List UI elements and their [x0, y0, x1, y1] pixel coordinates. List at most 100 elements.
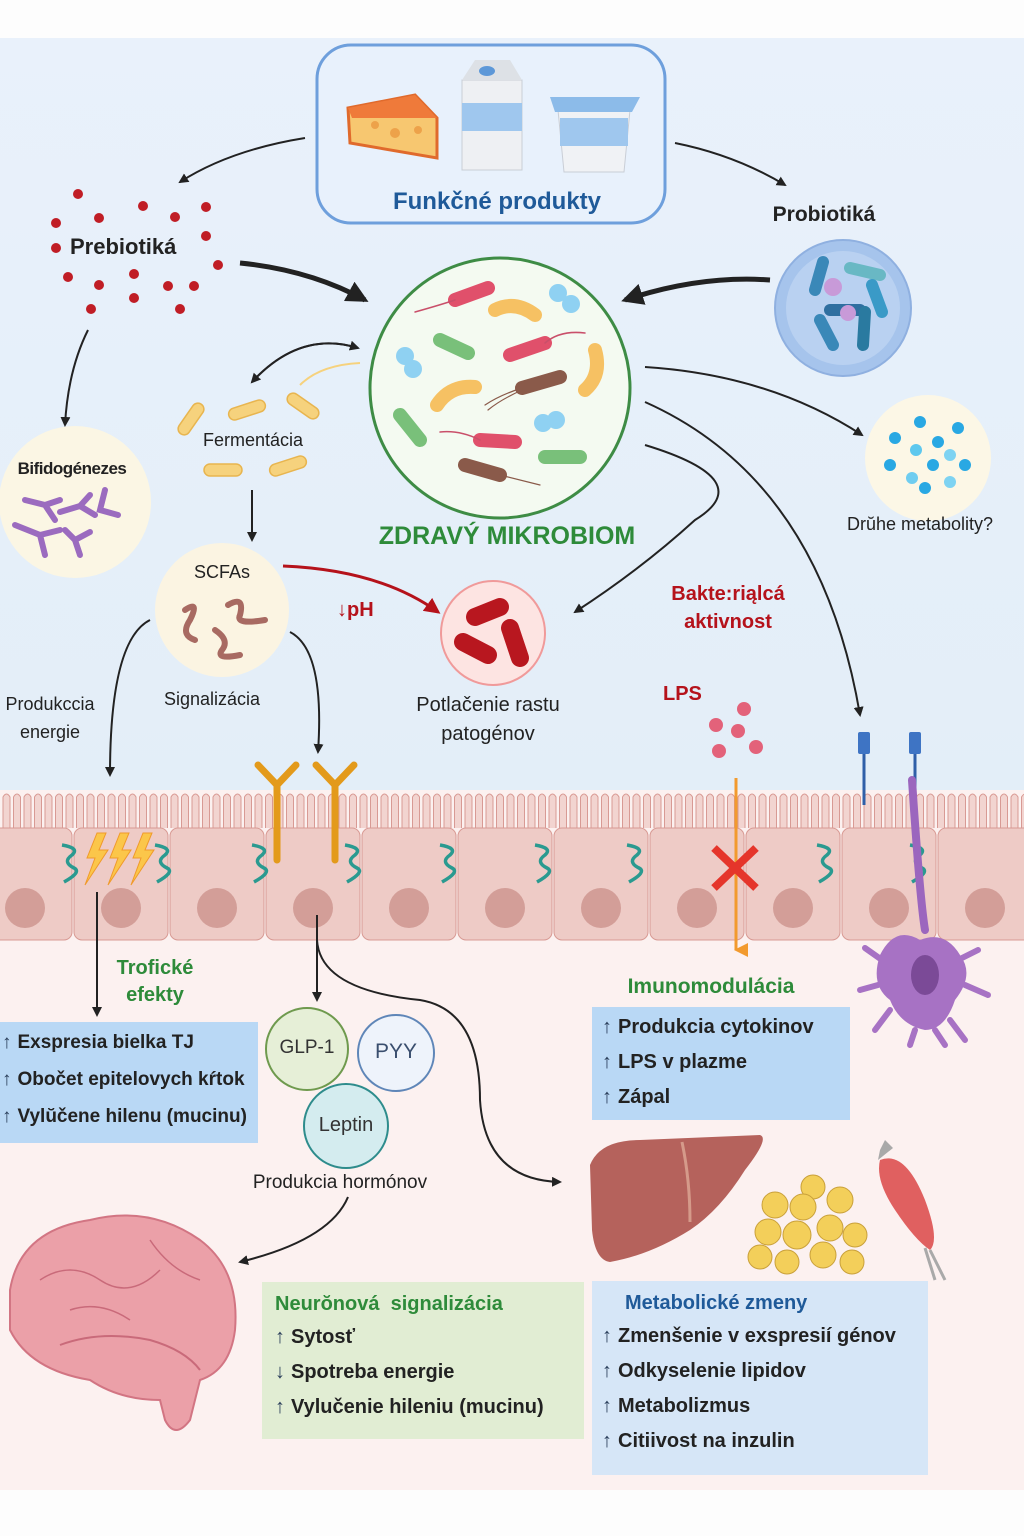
neuronal-item: ↑Vylučenie hileniu (mucinu): [275, 1390, 571, 1425]
microvillus: [23, 793, 32, 828]
bifidogenesis-label: Bifidogénezes: [17, 459, 127, 478]
trophic-item: ↑Obočet epitelovych kŕtok: [2, 1061, 256, 1098]
microvillus: [191, 793, 200, 828]
pathogen-label-line1: Potlačenie rastu: [416, 694, 560, 716]
lps-label: LPS: [663, 683, 702, 705]
neuronal-item: ↑Sytosť: [275, 1320, 571, 1355]
microvillus: [380, 793, 389, 828]
microvillus: [800, 793, 809, 828]
tight-junction-icon: [251, 843, 269, 884]
fermentation-label: Fermentácia: [202, 430, 304, 450]
microvillus: [821, 793, 830, 828]
microvillus: [349, 793, 357, 828]
hormone-production-label: Produkcia hormónov: [252, 1172, 428, 1193]
bactericidal-activity-label: Bakte:riąlcá aktivnost: [671, 580, 784, 636]
microvillus: [926, 793, 935, 828]
energy-line1: Produkccia: [5, 694, 95, 714]
up-arrow-icon: ↑: [602, 1360, 612, 1382]
microvillus: [422, 793, 431, 828]
prebiotics-label: Prebiotiká: [70, 234, 177, 259]
tight-junction-icon: [626, 843, 644, 884]
lps-blocked-indicator: [711, 778, 759, 957]
immunomodulation-box: ↑Produkcia cytokinov ↑LPS v plazme ↑Zápa…: [592, 1007, 850, 1120]
scfas-icon: [155, 543, 289, 677]
metabolic-item-text: Odkyselenie lipidov: [618, 1360, 806, 1382]
cell-nucleus: [965, 888, 1005, 928]
microvillus: [149, 793, 158, 828]
microvillus: [485, 793, 494, 828]
immunomodulation-item: ↑Produkcia cytokinov: [602, 1010, 840, 1045]
microvillus: [527, 793, 536, 828]
brain-icon: [9, 1214, 237, 1431]
cheese-icon: [346, 93, 439, 160]
bifidobacteria-icon: [0, 426, 151, 578]
trophic-effects-title: Trofické efekty: [117, 955, 194, 1009]
microvillus: [674, 793, 683, 828]
microvillus: [139, 793, 147, 828]
metabolic-changes-title: Metabolické zmeny: [625, 1292, 808, 1314]
microvillus: [790, 793, 798, 828]
block-x-icon: [711, 845, 759, 891]
metabolic-item: ↑ Odkyselenie lipidov: [602, 1354, 918, 1389]
up-arrow-icon: ↑: [2, 1106, 12, 1127]
trophic-item-text: Exspresia bielka TJ: [17, 1032, 194, 1053]
cell-nucleus: [5, 888, 45, 928]
tight-junction-icon: [439, 843, 457, 884]
adipose-tissue-icon: [747, 1174, 868, 1275]
microvillus: [55, 793, 63, 828]
microvillus: [506, 793, 515, 828]
microvillus: [968, 793, 977, 828]
microvillus: [895, 793, 903, 828]
microvillus: [1010, 793, 1019, 828]
epithelial-cell: [457, 827, 553, 941]
microvillus: [832, 793, 840, 828]
cell-nucleus: [581, 888, 621, 928]
trophic-item-text: Obočet epitelovych kŕtok: [17, 1069, 245, 1090]
trophic-title-line1: Trofické: [116, 957, 194, 979]
microvillus: [170, 793, 179, 828]
microvillus: [685, 793, 693, 828]
microvillus: [947, 793, 956, 828]
metabolic-item-text: Citiivost na inzulin: [618, 1430, 795, 1452]
liver-icon: [590, 1135, 763, 1262]
metabolic-item: ↑ Citiivost na inzulin: [602, 1424, 918, 1459]
yogurt-cup-icon: [550, 97, 640, 173]
trophic-item-text: Vylŭčene hilenu (mucinu): [17, 1106, 247, 1127]
microvillus: [643, 793, 651, 828]
hormone-leptin: Leptin: [318, 1114, 374, 1136]
bactericidal-line1: Bakte:riąlcá: [671, 583, 785, 605]
trophic-title-line2: efekty: [126, 984, 184, 1006]
probiotic-capsule-icon: [774, 239, 912, 377]
secondary-metabolites-label: Drŭhe metabolity?: [846, 514, 994, 534]
cell-nucleus: [389, 888, 429, 928]
probiotics-label: Probiotiká: [772, 203, 876, 226]
microvillus: [286, 793, 294, 828]
up-arrow-icon: ↑: [602, 1325, 612, 1347]
microvillus: [34, 793, 42, 828]
pathogen-label-line2: patogénov: [441, 723, 535, 745]
immunomodulation-item-text: Produkcia cytokinov: [618, 1016, 814, 1038]
microvillus: [622, 793, 630, 828]
fermentation-rods: [177, 392, 320, 477]
microvillus: [97, 793, 105, 828]
up-arrow-icon: ↑: [602, 1430, 612, 1452]
microvillus: [590, 793, 599, 828]
metabolic-item: ↑Zmenšenie v exspresií génov: [602, 1319, 918, 1354]
pathogen-icon: [440, 580, 546, 686]
immunomodulation-item-text: LPS v plazme: [618, 1051, 747, 1073]
microvillus: [13, 793, 21, 828]
microvillus: [569, 793, 578, 828]
microvillus: [538, 793, 546, 828]
trophic-item: ↑Vylŭčene hilenu (mucinu): [2, 1098, 256, 1135]
microvillus: [611, 793, 620, 828]
microvillus: [1021, 793, 1024, 828]
microvillus: [884, 793, 893, 828]
cell-nucleus: [773, 888, 813, 928]
prebiotic-dots: [51, 189, 223, 314]
microbiome-label: ZDRAVÝ MIKROBIOM: [378, 522, 636, 550]
epithelial-cell: [553, 827, 649, 941]
microvillus: [454, 793, 462, 828]
scfa-receptors: [254, 761, 358, 864]
muscle-icon: [878, 1140, 947, 1281]
cell-nucleus: [869, 888, 909, 928]
